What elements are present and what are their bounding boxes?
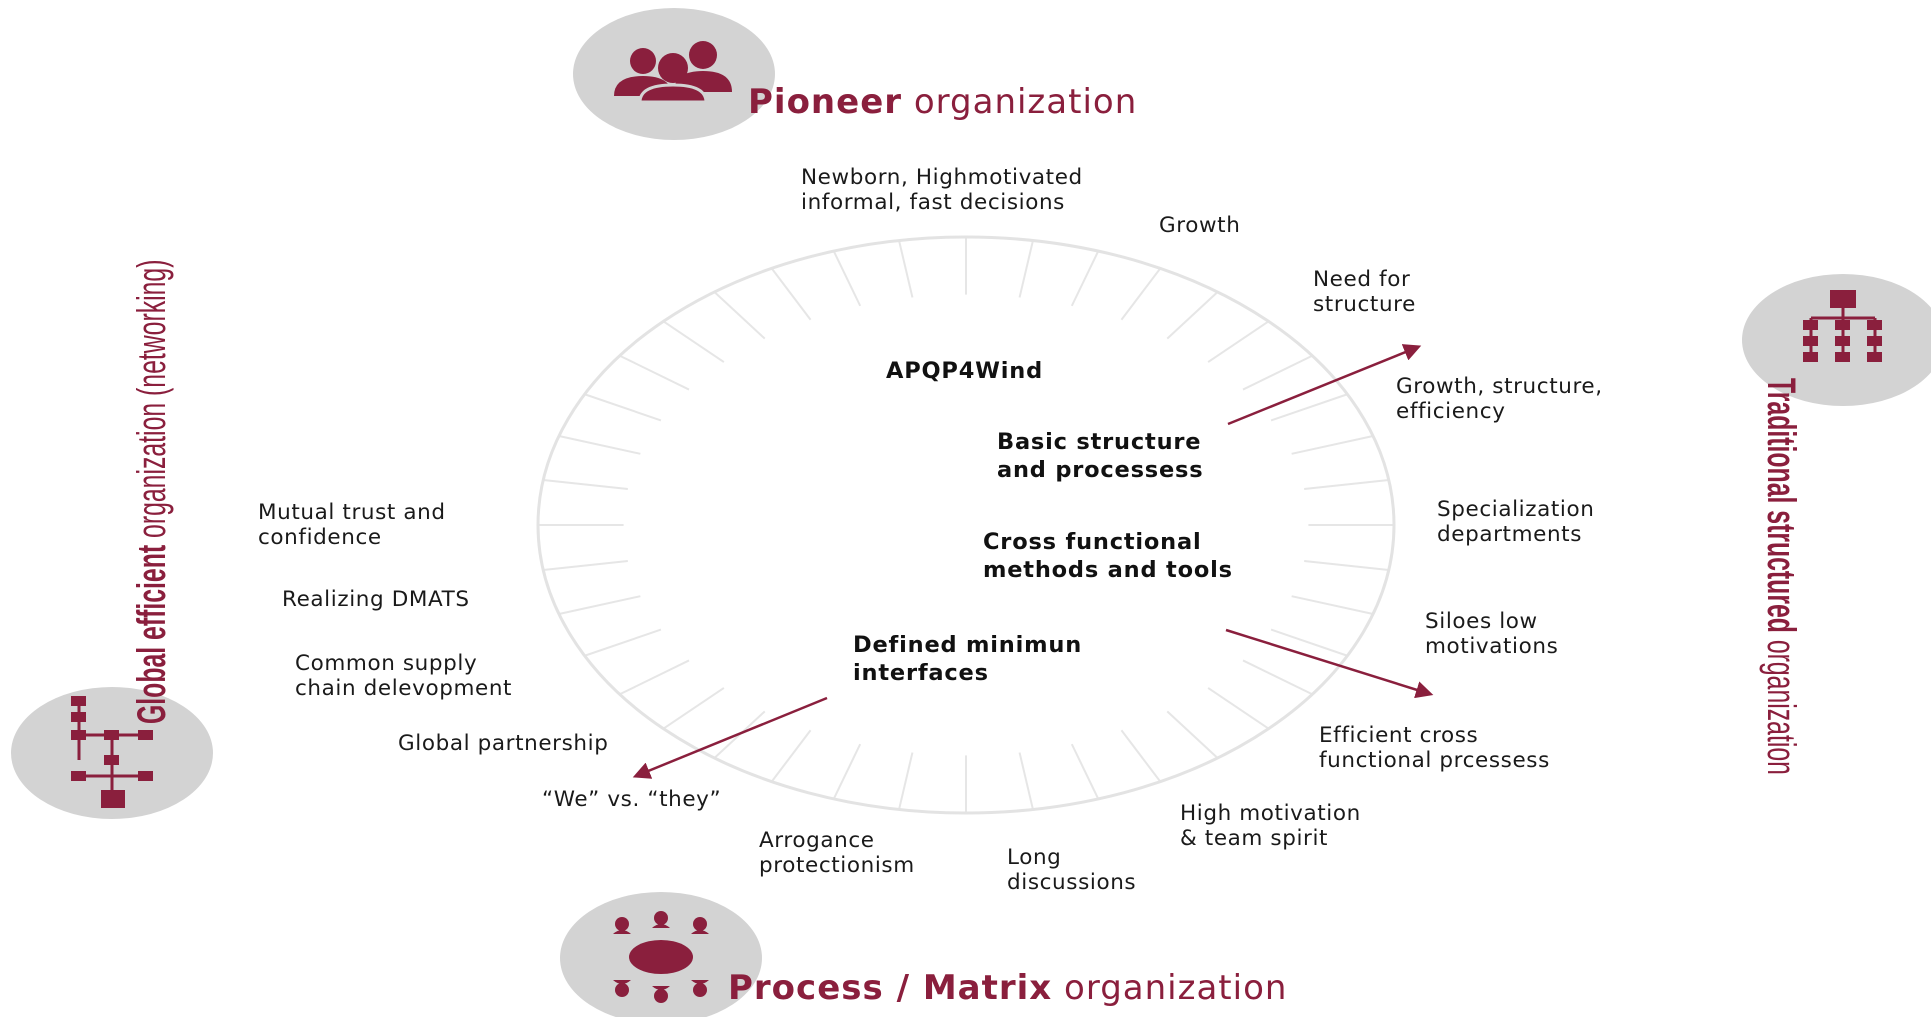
cross-functional-label: Cross functional methods and tools bbox=[983, 529, 1233, 583]
ring-spoke bbox=[1207, 320, 1270, 363]
ring-spoke bbox=[1270, 393, 1348, 422]
label-growth-structure: Growth, structure, efficiency bbox=[1396, 374, 1603, 424]
label-arrogance: Arrogance protectionism bbox=[759, 828, 915, 878]
label-efficient-cross: Efficient cross functional prcessess bbox=[1319, 723, 1550, 773]
label-global-partnership: Global partnership bbox=[398, 731, 609, 756]
label-long-discussions: Long discussions bbox=[1007, 845, 1137, 895]
ring-spoke bbox=[558, 435, 641, 455]
ring-spoke bbox=[1304, 560, 1389, 572]
ring-spoke bbox=[770, 267, 812, 321]
ring-spoke bbox=[1304, 478, 1389, 490]
ring-spoke bbox=[1120, 729, 1162, 783]
label-siloes: Siloes low motivations bbox=[1425, 609, 1559, 659]
ring-spoke bbox=[584, 628, 662, 657]
label-we-they: “We” vs. “they” bbox=[542, 787, 722, 812]
ring-spoke bbox=[662, 320, 725, 363]
process-title-rest: organization bbox=[1052, 968, 1288, 1008]
pioneer-title-bold: Pioneer bbox=[748, 82, 903, 122]
ring-spoke bbox=[1070, 743, 1100, 800]
network-chart-icon bbox=[71, 696, 153, 808]
ring-spoke bbox=[1070, 250, 1100, 307]
ring-spoke bbox=[770, 729, 812, 783]
process-title-bold: Process / Matrix bbox=[728, 968, 1053, 1008]
ring-spoke bbox=[1242, 659, 1313, 696]
ring-spoke bbox=[1018, 752, 1034, 810]
ring-spoke bbox=[662, 687, 725, 730]
traditional-title-rest: organization bbox=[1759, 632, 1803, 775]
global-title: Global efficient organization (networkin… bbox=[130, 260, 175, 724]
ring-spoke bbox=[619, 354, 690, 391]
process-title: Process / Matrix organization bbox=[728, 968, 1287, 1008]
ring-spoke bbox=[898, 752, 914, 810]
ring-spoke bbox=[1018, 240, 1034, 298]
ring-spokes bbox=[538, 237, 1394, 813]
label-common-supply: Common supply chain delevopment bbox=[295, 651, 513, 701]
ring-spoke bbox=[898, 240, 914, 298]
defined-interfaces-label: Defined minimun interfaces bbox=[853, 632, 1083, 686]
label-newborn: Newborn, Highmotivated informal, fast de… bbox=[801, 165, 1083, 215]
basic-structure-label: Basic structure and processess bbox=[997, 429, 1204, 483]
global-title-bold: Global efficient bbox=[130, 544, 174, 724]
traditional-title: Traditional structured organization bbox=[1758, 378, 1803, 775]
ring-spoke bbox=[713, 291, 766, 340]
label-specialization: Specialization departments bbox=[1437, 497, 1595, 547]
ring-spoke bbox=[832, 250, 862, 307]
ring-spoke bbox=[832, 743, 862, 800]
label-high-motivation: High motivation & team spirit bbox=[1180, 801, 1361, 851]
round-table-meeting-icon bbox=[613, 911, 709, 1003]
arrow-to-global bbox=[632, 696, 828, 779]
label-need-structure: Need for structure bbox=[1313, 267, 1416, 317]
ring-spoke bbox=[1207, 687, 1270, 730]
ring-spoke bbox=[1166, 291, 1219, 340]
arrow-to-traditional bbox=[1227, 344, 1422, 426]
ring-spoke bbox=[619, 659, 690, 696]
ring-spoke bbox=[1291, 435, 1374, 455]
ring-spoke bbox=[1120, 267, 1162, 321]
label-growth: Growth bbox=[1159, 213, 1241, 238]
apqp4wind-label: APQP4Wind bbox=[886, 358, 1044, 384]
people-group-icon bbox=[614, 41, 732, 104]
ring-outer bbox=[536, 235, 1396, 815]
ring-spoke bbox=[1270, 628, 1348, 657]
arrow-to-process bbox=[1225, 628, 1434, 699]
ring-spoke bbox=[1166, 710, 1219, 759]
ring-spoke bbox=[584, 393, 662, 422]
org-chart-icon bbox=[1803, 290, 1882, 362]
ring-spoke bbox=[543, 478, 628, 490]
ring-spoke bbox=[558, 595, 641, 615]
ring-spoke bbox=[543, 560, 628, 572]
pioneer-title: Pioneer organization bbox=[748, 82, 1137, 122]
label-mutual-trust: Mutual trust and confidence bbox=[258, 500, 446, 550]
global-title-rest: organization (networking) bbox=[130, 259, 174, 545]
pioneer-title-rest: organization bbox=[902, 82, 1138, 122]
ring-spoke bbox=[1242, 354, 1313, 391]
traditional-title-bold: Traditional structured bbox=[1759, 378, 1803, 633]
ring-spoke bbox=[1291, 595, 1374, 615]
label-realizing: Realizing DMATS bbox=[282, 587, 470, 612]
